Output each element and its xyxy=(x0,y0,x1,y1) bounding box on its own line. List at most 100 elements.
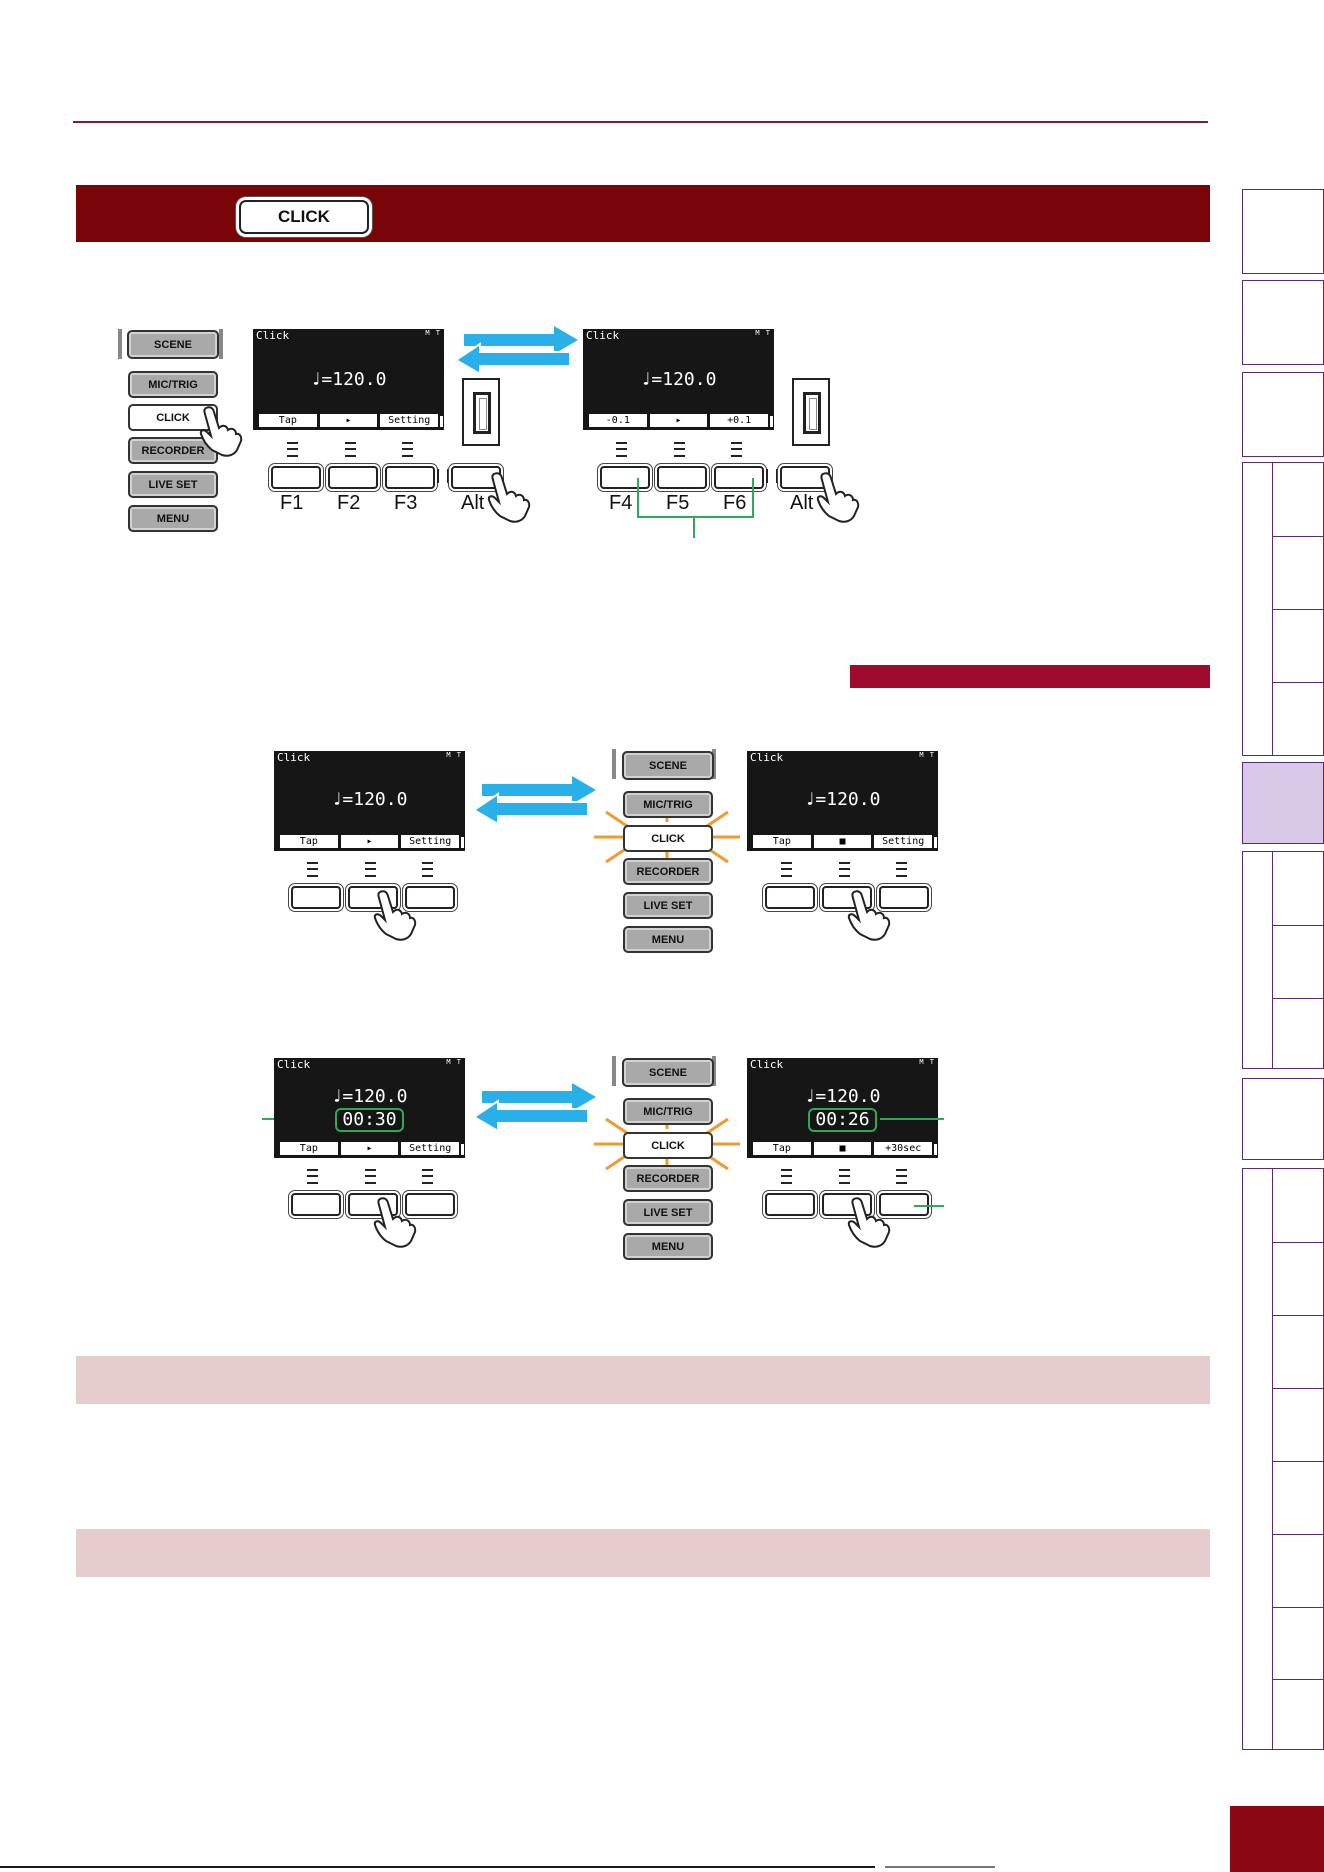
mt-indicator: M T xyxy=(755,329,771,337)
scene-key: SCENE xyxy=(127,330,219,359)
f1-button xyxy=(765,886,815,909)
lcd-title: Click xyxy=(586,329,620,342)
pointing-hand-icon xyxy=(487,472,531,523)
chapter-tab[interactable] xyxy=(1242,372,1324,457)
f2-button xyxy=(328,466,378,489)
f6-button xyxy=(714,466,764,489)
pointing-hand-icon xyxy=(847,1197,891,1248)
recorder-key: RECORDER xyxy=(623,1165,713,1192)
tempo-value: ♩=120.0 xyxy=(331,789,408,810)
chapter-tab-group[interactable] xyxy=(1242,1168,1324,1750)
tab-tap: Tap xyxy=(280,1142,338,1155)
f1-button xyxy=(291,886,341,909)
subsection-bar xyxy=(850,665,1210,688)
lcd-screen-alt: Click M T ♩=120.0 -0.1 ▸ +0.1 xyxy=(583,329,774,430)
tempo-value: ♩=120.0 xyxy=(331,1086,408,1107)
footer-rule-dash xyxy=(885,1866,995,1868)
tab-play: ▸ xyxy=(649,414,708,427)
tab-setting: Setting xyxy=(401,835,460,848)
lcd-screen: Click M T ♩=120.0 Tap ▸ Setting xyxy=(274,751,465,851)
tab-play: ▸ xyxy=(340,835,399,848)
f5-label: F5 xyxy=(666,492,690,514)
chapter-tab[interactable] xyxy=(1242,1078,1324,1160)
tab-tap: Tap xyxy=(259,414,317,427)
lcd-title: Click xyxy=(750,751,784,764)
lcd-screen: Click M T ♩=120.0 Tap ▸ Setting xyxy=(253,329,444,430)
f5-button xyxy=(657,466,707,489)
tab-plus: +0.1 xyxy=(710,414,769,427)
tab-stop: ■ xyxy=(813,1142,872,1155)
tab-setting: Setting xyxy=(874,835,933,848)
recorder-key: RECORDER xyxy=(623,858,713,885)
click-key-graphic: CLICK xyxy=(239,200,369,234)
f2-label: F2 xyxy=(337,492,361,514)
timer-value: 00:30 xyxy=(335,1108,404,1132)
mt-indicator: M T xyxy=(919,1058,935,1066)
lcd-screen-timer-running: Click M T ♩=120.0 00:26 Tap ■ +30sec xyxy=(747,1058,938,1158)
lcd-title: Click xyxy=(256,329,290,342)
f4-button xyxy=(600,466,650,489)
pointing-hand-icon xyxy=(816,472,860,523)
mic-trig-key: MIC/TRIG xyxy=(128,371,218,398)
f1-button xyxy=(291,1193,341,1216)
tab-minus: -0.1 xyxy=(589,414,647,427)
lcd-title: Click xyxy=(277,751,311,764)
alt-label: Alt xyxy=(461,492,485,514)
mt-indicator: M T xyxy=(446,751,462,759)
tab-stop: ■ xyxy=(813,835,872,848)
scene-key: SCENE xyxy=(622,751,714,780)
f3-button xyxy=(405,1193,455,1216)
menu-key: MENU xyxy=(623,926,713,953)
pointing-hand-icon xyxy=(373,1197,417,1248)
toggle-arrows-icon xyxy=(472,1083,596,1133)
tab-setting: Setting xyxy=(401,1142,460,1155)
f3-label: F3 xyxy=(394,492,418,514)
mt-indicator: M T xyxy=(446,1058,462,1066)
tab-setting: Setting xyxy=(380,414,439,427)
toggle-arrows-icon xyxy=(472,776,596,826)
toggle-arrows-icon xyxy=(454,326,578,376)
pointing-hand-icon xyxy=(847,890,891,941)
lcd-screen-running: Click M T ♩=120.0 Tap ■ Setting xyxy=(747,751,938,851)
tempo-value: ♩=120.0 xyxy=(804,1086,881,1107)
mt-indicator: M T xyxy=(425,329,441,337)
chapter-tab[interactable] xyxy=(1242,189,1324,274)
tab-play: ▸ xyxy=(319,414,378,427)
tempo-value: ♩=120.0 xyxy=(310,369,387,390)
tempo-value: ♩=120.0 xyxy=(804,789,881,810)
chapter-tab-active[interactable] xyxy=(1242,762,1324,844)
tab-plus-30sec: +30sec xyxy=(874,1142,933,1155)
live-set-key: LIVE SET xyxy=(623,892,713,919)
pointing-hand-icon xyxy=(373,890,417,941)
tempo-value: ♩=120.0 xyxy=(640,369,717,390)
tab-play: ▸ xyxy=(340,1142,399,1155)
click-key-lit: CLICK xyxy=(623,1132,713,1159)
mic-trig-key: MIC/TRIG xyxy=(623,791,713,818)
pointing-hand-icon xyxy=(199,406,243,457)
top-rule xyxy=(73,121,1208,123)
alt-label: Alt xyxy=(790,492,814,514)
f1-label: F1 xyxy=(280,492,304,514)
f3-button xyxy=(879,886,929,909)
click-key-lit: CLICK xyxy=(623,825,713,852)
f3-button xyxy=(879,1193,929,1216)
timer-value: 00:26 xyxy=(808,1108,877,1132)
tab-tap: Tap xyxy=(753,1142,811,1155)
lcd-title: Click xyxy=(750,1058,784,1071)
footer-rule xyxy=(0,1866,875,1868)
live-set-key: LIVE SET xyxy=(128,471,218,498)
recorder-key: RECORDER xyxy=(128,437,218,464)
mic-trig-key: MIC/TRIG xyxy=(623,1098,713,1125)
alt-indicator-icon xyxy=(792,378,830,446)
chapter-tab[interactable] xyxy=(1242,280,1324,365)
alt-indicator-icon xyxy=(462,378,500,446)
section-bar xyxy=(76,1356,1210,1404)
chapter-tab-group[interactable] xyxy=(1242,462,1324,756)
tab-tap: Tap xyxy=(753,835,811,848)
section-bar xyxy=(76,1529,1210,1577)
f3-button xyxy=(405,886,455,909)
menu-key: MENU xyxy=(623,1233,713,1260)
chapter-tab-group[interactable] xyxy=(1242,851,1324,1069)
page-number-box xyxy=(1230,1806,1324,1872)
f4-label: F4 xyxy=(609,492,633,514)
